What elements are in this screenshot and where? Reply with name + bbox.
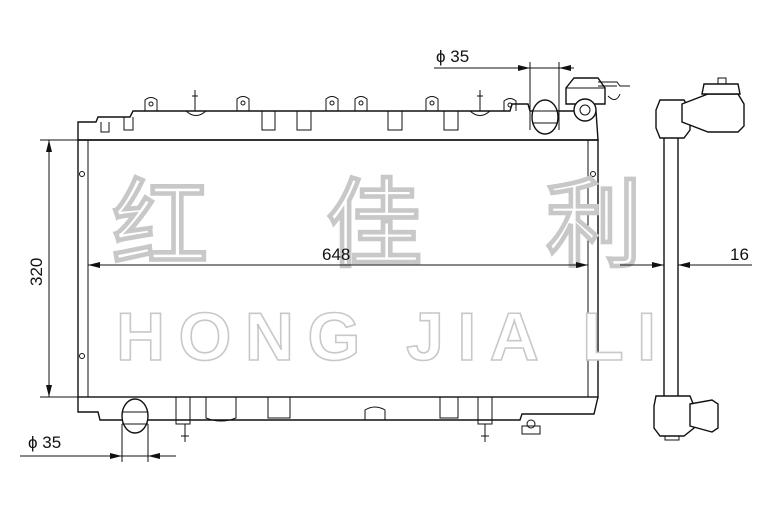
dimension-top-inlet: ϕ 35 (434, 47, 574, 130)
bottom-outlet-pipe (121, 398, 149, 434)
bottom-tank-details (175, 397, 541, 442)
filler-cap (565, 77, 630, 122)
dimension-core-height: 320 (27, 139, 78, 398)
radiator-side-view (653, 77, 745, 441)
core-width-label: 648 (322, 245, 350, 264)
top-inlet-pipe (531, 99, 559, 135)
dimension-core-width: 648 (88, 245, 588, 268)
side-bottom-tank (653, 395, 695, 437)
watermark-char-2: 佳 (326, 169, 422, 281)
watermark-latin: HONG JIA LI (116, 299, 656, 375)
side-outlet-neck (689, 399, 719, 433)
side-core (663, 127, 679, 399)
side-filler-neck (681, 93, 745, 133)
bottom-outlet-diameter-label: ϕ 35 (28, 433, 61, 452)
top-tank-tabs (100, 90, 517, 133)
side-filler-cap (701, 83, 741, 95)
core-inner-frame (87, 139, 589, 398)
radiator-front-view (77, 77, 630, 442)
core-height-label: 320 (27, 258, 46, 286)
bottom-tank (77, 396, 599, 421)
top-inlet-diameter-label: ϕ 35 (436, 47, 469, 66)
core-thickness-label: 16 (730, 245, 749, 264)
watermark: 红 佳 利 HONG JIA LI (111, 168, 657, 376)
watermark-char-3: 利 (546, 169, 642, 281)
dimension-bottom-outlet: ϕ 35 (20, 424, 176, 462)
watermark-char-1: 红 (112, 169, 208, 281)
dimension-core-thickness: 16 (620, 245, 752, 268)
